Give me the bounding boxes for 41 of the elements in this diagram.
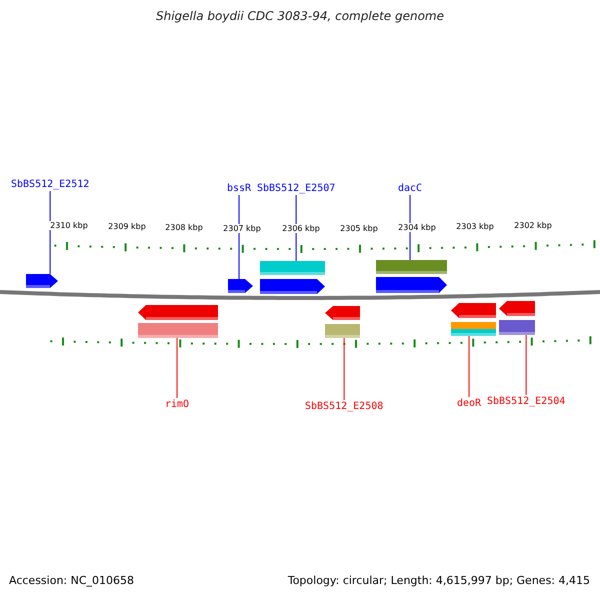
- feature-bar: [499, 320, 535, 335]
- gene-label: SbBS512_E2504: [487, 396, 566, 407]
- gene-label: SbBS512_E2507: [257, 183, 336, 194]
- gene-label: deoR: [457, 398, 482, 409]
- gene-feature: [138, 305, 218, 320]
- gene-feature: [26, 274, 58, 288]
- gene-label: SbBS512_E2512: [11, 179, 90, 190]
- leader-line: [344, 338, 345, 400]
- feature-bar: [260, 261, 325, 275]
- feature-bar: [138, 323, 218, 338]
- feature-bar: [376, 260, 447, 274]
- scale-label: 2302 kbp: [513, 220, 553, 230]
- scale-label: 2305 kbp: [339, 224, 379, 233]
- gene-label: rimO: [165, 399, 190, 410]
- footer-text: Topology: circular; Length: 4,615,997 bp; Genes: 4,415: [288, 574, 590, 587]
- gene-label: SbBS512_E2508: [305, 401, 384, 412]
- leader-line: [176, 338, 178, 398]
- leader-line: [296, 194, 297, 262]
- scale-label: 2307 kbp: [222, 224, 262, 233]
- gene-feature: [260, 279, 325, 294]
- feature-bar: [451, 322, 496, 336]
- scale-label: 2303 kbp: [455, 222, 495, 232]
- feature-bar: [325, 324, 360, 338]
- gene-feature: [451, 303, 496, 318]
- scale-label: 2306 kbp: [281, 224, 321, 233]
- scale-label: 2304 kbp: [397, 223, 437, 232]
- scale-label: 2310 kbp: [49, 221, 89, 230]
- gene-label: dacC: [398, 183, 422, 194]
- scale-label: 2309 kbp: [107, 222, 147, 232]
- leader-line: [468, 336, 470, 398]
- gene-feature: [499, 301, 535, 316]
- gene-feature: [228, 279, 253, 293]
- leader-line: [526, 334, 527, 396]
- gene-feature: [376, 277, 447, 293]
- scale-label: 2308 kbp: [164, 223, 204, 232]
- leader-line: [50, 190, 51, 274]
- leader-line: [238, 194, 240, 280]
- gene-feature: [325, 306, 360, 320]
- footer-text: Accession: NC_010658: [9, 574, 134, 587]
- chart-title: Shigella boydii CDC 3083-94, complete genome: [154, 9, 446, 23]
- gene-label: bssR: [227, 183, 252, 194]
